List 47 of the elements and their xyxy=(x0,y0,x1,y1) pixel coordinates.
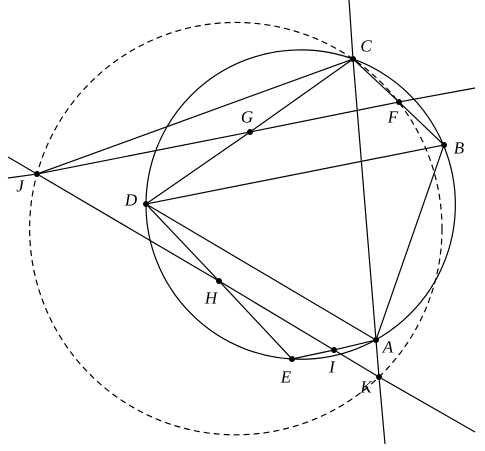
line-segment xyxy=(252,102,396,132)
line-segment xyxy=(220,282,290,358)
point-label: F xyxy=(388,108,398,126)
line-segment xyxy=(39,175,217,280)
point-label: D xyxy=(124,192,138,208)
line-segment xyxy=(8,156,35,173)
point-label: C xyxy=(360,38,372,54)
line-segment xyxy=(148,205,374,339)
point-label: I xyxy=(329,358,335,376)
point-label: A xyxy=(382,338,394,356)
line-segment xyxy=(148,206,218,280)
point xyxy=(143,201,149,207)
point-label: G xyxy=(240,108,254,126)
point xyxy=(441,142,447,148)
line-segment xyxy=(221,282,332,349)
point xyxy=(34,171,40,177)
line-segment xyxy=(378,380,386,444)
line-segment xyxy=(294,350,332,359)
line-segment xyxy=(381,378,476,433)
line-segment xyxy=(402,87,476,102)
point xyxy=(373,337,379,343)
line-segment xyxy=(400,104,442,144)
point xyxy=(350,56,356,62)
line-segment xyxy=(348,0,354,56)
line-segment xyxy=(354,60,398,100)
line-segment xyxy=(376,148,444,338)
point xyxy=(396,99,402,105)
point-label: B xyxy=(454,140,464,156)
line-segment xyxy=(352,62,376,338)
point xyxy=(289,356,295,362)
line-segment xyxy=(336,351,377,376)
point-label: J xyxy=(16,178,24,194)
line-segment xyxy=(40,59,350,174)
point-label: H xyxy=(204,290,218,306)
point xyxy=(216,278,222,284)
point xyxy=(331,347,337,353)
point xyxy=(376,374,382,380)
point-label: E xyxy=(280,368,292,386)
line-segment xyxy=(376,342,380,374)
line-segment xyxy=(336,340,374,350)
point xyxy=(247,129,253,135)
line-segment xyxy=(252,60,351,131)
line-segment xyxy=(8,174,34,179)
point-label: K xyxy=(360,378,372,396)
line-segment xyxy=(148,145,442,204)
line-segment xyxy=(40,132,248,174)
line-segment xyxy=(148,133,248,203)
